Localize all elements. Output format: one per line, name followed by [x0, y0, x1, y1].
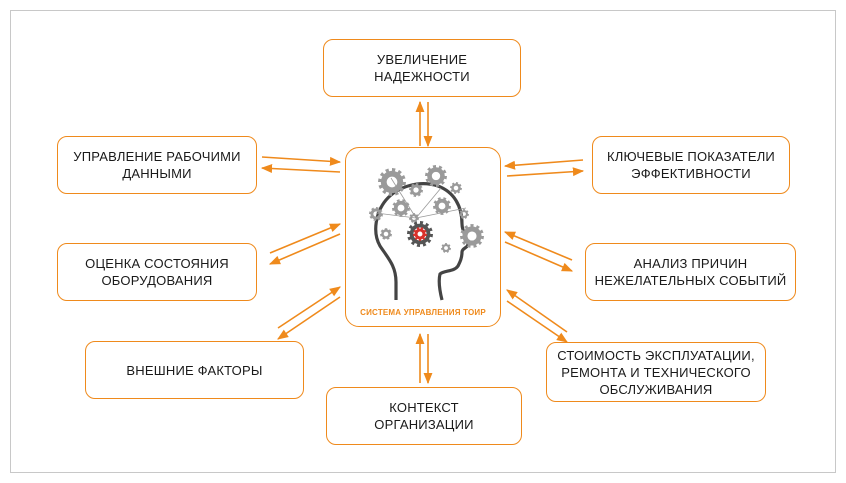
gear-icon	[425, 165, 447, 187]
gear-icon	[450, 182, 462, 194]
arrow-condition-to-center	[269, 223, 342, 254]
gear-icon	[433, 197, 451, 215]
node-external: ВНЕШНИЕ ФАКТОРЫ	[85, 341, 304, 399]
node-context-label: КОНТЕКСТ ОРГАНИЗАЦИИ	[374, 400, 474, 432]
node-context: КОНТЕКСТ ОРГАНИЗАЦИИ	[326, 387, 522, 445]
gear-icon	[441, 243, 451, 253]
diagram-frame	[10, 10, 836, 473]
center-system-box: СИСТЕМА УПРАВЛЕНИЯ ТОИР	[345, 147, 501, 327]
node-external-label: ВНЕШНИЕ ФАКТОРЫ	[126, 362, 263, 378]
node-kpi: КЛЮЧЕВЫЕ ПОКАЗАТЕЛИ ЭФФЕКТИВНОСТИ	[592, 136, 790, 194]
gear-icon	[407, 221, 433, 247]
node-work-data: УПРАВЛЕНИЕ РАБОЧИМИ ДАННЫМИ	[57, 136, 257, 194]
node-condition-label: ОЦЕНКА СОСТОЯНИЯ ОБОРУДОВАНИЯ	[85, 256, 229, 288]
gear-icon	[378, 168, 406, 196]
node-cost: СТОИМОСТЬ ЭКСПЛУАТАЦИИ, РЕМОНТА И ТЕХНИЧ…	[546, 342, 766, 402]
gear-icon	[409, 213, 419, 223]
node-cost-label: СТОИМОСТЬ ЭКСПЛУАТАЦИИ, РЕМОНТА И ТЕХНИЧ…	[557, 347, 755, 397]
gear-icon	[369, 207, 383, 221]
gear-icon	[409, 183, 423, 197]
arrow-external-to-center	[277, 286, 341, 329]
node-reliability: УВЕЛИЧЕНИЕ НАДЕЖНОСТИ	[323, 39, 521, 97]
arrow-center-to-external	[277, 296, 341, 340]
center-system-label: СИСТЕМА УПРАВЛЕНИЯ ТОИР	[360, 308, 486, 317]
arrow-center-to-rootcause	[504, 241, 574, 272]
head-gears-icon	[369, 165, 484, 301]
gear-icon	[380, 228, 392, 240]
arrow-center-to-cost	[506, 300, 568, 343]
arrow-center-to-kpi	[506, 167, 585, 177]
node-kpi-label: КЛЮЧЕВЫЕ ПОКАЗАТЕЛИ ЭФФЕКТИВНОСТИ	[607, 149, 775, 181]
arrow-workdata-to-center	[261, 156, 342, 166]
arrow-kpi-to-center	[503, 159, 584, 170]
arrow-center-to-workdata	[260, 164, 341, 173]
node-reliability-label: УВЕЛИЧЕНИЕ НАДЕЖНОСТИ	[374, 52, 470, 84]
arrow-center-to-condition	[268, 233, 341, 265]
gear-icon	[459, 209, 469, 219]
node-condition: ОЦЕНКА СОСТОЯНИЯ ОБОРУДОВАНИЯ	[57, 243, 257, 301]
gear-icon	[460, 224, 484, 248]
node-work-data-label: УПРАВЛЕНИЕ РАБОЧИМИ ДАННЫМИ	[73, 149, 241, 181]
node-root-cause: АНАЛИЗ ПРИЧИН НЕЖЕЛАТЕЛЬНЫХ СОБЫТИЙ	[585, 243, 796, 301]
node-root-cause-label: АНАЛИЗ ПРИЧИН НЕЖЕЛАТЕЛЬНЫХ СОБЫТИЙ	[594, 256, 787, 288]
arrow-cost-to-center	[506, 289, 568, 333]
gear-icon	[392, 199, 410, 217]
arrow-rootcause-to-center	[503, 231, 573, 261]
gear-icon	[413, 227, 427, 241]
